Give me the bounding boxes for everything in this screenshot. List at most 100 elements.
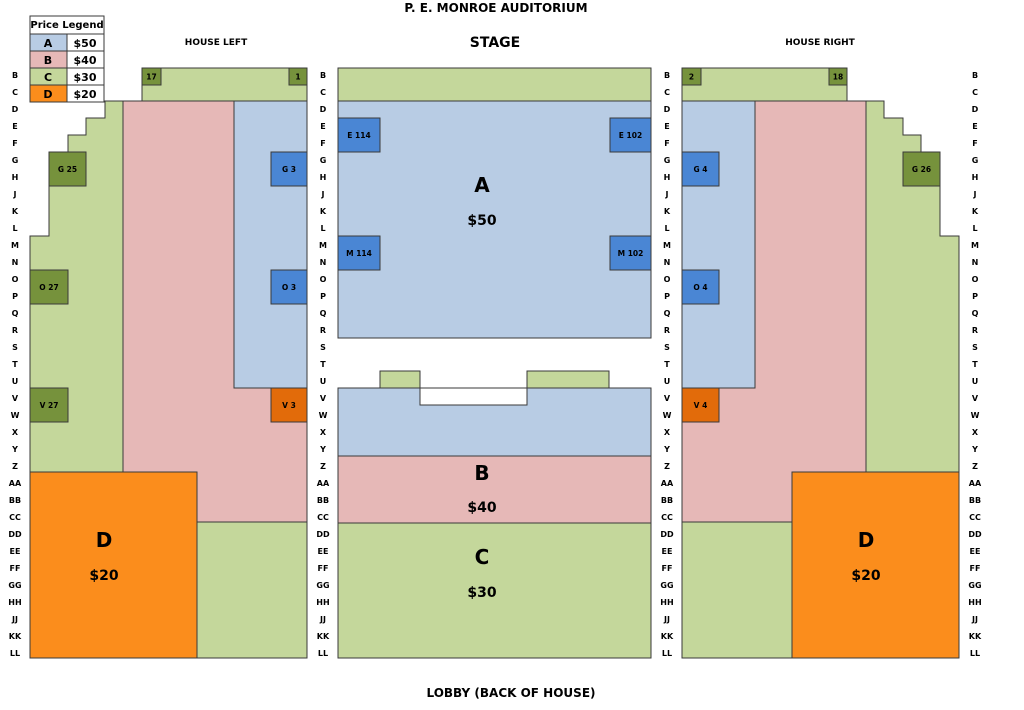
row-label-center-right: U	[664, 377, 671, 386]
row-label-left: T	[12, 360, 18, 369]
seat-box-v-4[interactable]	[681, 387, 720, 423]
seat-label-1: 1	[295, 73, 300, 82]
row-label-left: P	[12, 292, 18, 301]
row-label-left: L	[12, 224, 17, 233]
seat-box-o-3[interactable]	[270, 269, 308, 305]
section-a-house-left[interactable]	[233, 100, 308, 389]
row-label-left: H	[12, 173, 19, 182]
row-label-left: HH	[8, 598, 21, 607]
section-a-house-right[interactable]	[681, 100, 756, 389]
section-code-d-right: D	[858, 528, 875, 552]
seat-box-e-102[interactable]	[609, 117, 652, 153]
seat-box-o-4[interactable]	[681, 269, 720, 305]
legend-code-c: C	[44, 71, 52, 84]
seat-box-1[interactable]	[288, 67, 308, 86]
row-label-center-right: K	[664, 207, 671, 216]
seat-box-e-114[interactable]	[337, 117, 381, 153]
row-label-center-right: E	[664, 122, 669, 131]
row-label-right: GG	[968, 581, 981, 590]
row-label-center-left: H	[320, 173, 327, 182]
legend-price-cell-d	[66, 84, 105, 103]
row-label-center-left: L	[320, 224, 325, 233]
row-label-right: Z	[972, 462, 978, 471]
row-label-center-left: AA	[317, 479, 330, 488]
section-a-center[interactable]	[337, 100, 652, 339]
section-c-center-front[interactable]	[337, 67, 652, 102]
seat-box-g-3[interactable]	[270, 151, 308, 187]
section-c-center-crossover[interactable]	[379, 370, 610, 389]
row-label-left: EE	[10, 547, 21, 556]
row-label-left: CC	[9, 513, 21, 522]
row-label-right: K	[972, 207, 979, 216]
seat-box-2[interactable]	[681, 67, 702, 86]
row-label-center-left: J	[321, 190, 325, 199]
row-label-left: KK	[9, 632, 22, 641]
section-d-house-left[interactable]	[29, 471, 198, 659]
seat-box-v-3[interactable]	[270, 387, 308, 423]
row-label-center-right: W	[663, 411, 672, 420]
row-label-right: H	[972, 173, 979, 182]
row-label-center-left: FF	[318, 564, 329, 573]
row-label-center-right: J	[665, 190, 669, 199]
seat-box-g-4[interactable]	[681, 151, 720, 187]
section-c-center[interactable]	[337, 522, 652, 659]
row-label-right: Y	[971, 445, 978, 454]
seat-box-17[interactable]	[141, 67, 162, 86]
seat-label-o-3: O 3	[282, 283, 296, 292]
row-label-center-right: DD	[660, 530, 674, 539]
row-label-left: AA	[9, 479, 22, 488]
seat-box-m-114[interactable]	[337, 235, 381, 271]
row-label-right: S	[972, 343, 978, 352]
row-label-left: K	[12, 207, 19, 216]
row-label-center-right: O	[664, 275, 671, 284]
seat-box-v-27[interactable]	[29, 387, 69, 423]
seat-box-o-27[interactable]	[29, 269, 69, 305]
seat-box-g-25[interactable]	[48, 151, 87, 187]
row-label-center-left: E	[320, 122, 325, 131]
row-label-center-right: V	[664, 394, 671, 403]
row-label-left: LL	[10, 649, 20, 658]
row-label-center-left: U	[320, 377, 327, 386]
row-label-center-right: G	[664, 156, 671, 165]
row-label-right: LL	[970, 649, 980, 658]
row-label-left: X	[12, 428, 19, 437]
section-price-c-center: $30	[467, 585, 496, 601]
row-label-left: S	[12, 343, 18, 352]
row-label-right: Q	[972, 309, 979, 318]
row-label-center-left: LL	[318, 649, 328, 658]
seat-box-m-102[interactable]	[609, 235, 652, 271]
section-d-house-right[interactable]	[791, 471, 960, 659]
row-label-center-left: S	[320, 343, 326, 352]
row-label-center-left: C	[320, 88, 326, 97]
row-label-left: J	[13, 190, 17, 199]
row-label-left: Z	[12, 462, 18, 471]
row-label-center-right: KK	[661, 632, 674, 641]
row-label-left: DD	[8, 530, 22, 539]
seat-box-18[interactable]	[828, 67, 848, 86]
row-label-right: V	[972, 394, 979, 403]
legend-code-b: B	[44, 54, 52, 67]
row-label-center-right: F	[664, 139, 669, 148]
row-label-right: J	[973, 190, 977, 199]
seat-label-g-25: G 25	[58, 165, 77, 174]
section-a-center-rear[interactable]	[337, 387, 652, 457]
seat-box-g-26[interactable]	[902, 151, 941, 187]
row-label-right: HH	[968, 598, 981, 607]
row-label-right: N	[972, 258, 979, 267]
seat-label-g-3: G 3	[282, 165, 296, 174]
row-label-center-left: Q	[320, 309, 327, 318]
row-label-center-right: FF	[662, 564, 673, 573]
row-label-center-right: M	[663, 241, 671, 250]
seat-label-m-114: M 114	[346, 249, 372, 258]
row-label-left: O	[12, 275, 19, 284]
section-price-d-left: $20	[89, 568, 118, 584]
row-label-center-right: C	[664, 88, 670, 97]
row-label-right: L	[972, 224, 977, 233]
row-label-center-left: EE	[318, 547, 329, 556]
row-label-center-left: K	[320, 207, 327, 216]
row-label-right: E	[972, 122, 977, 131]
row-label-right: W	[971, 411, 980, 420]
row-label-center-right: BB	[661, 496, 673, 505]
row-label-left: BB	[9, 496, 21, 505]
